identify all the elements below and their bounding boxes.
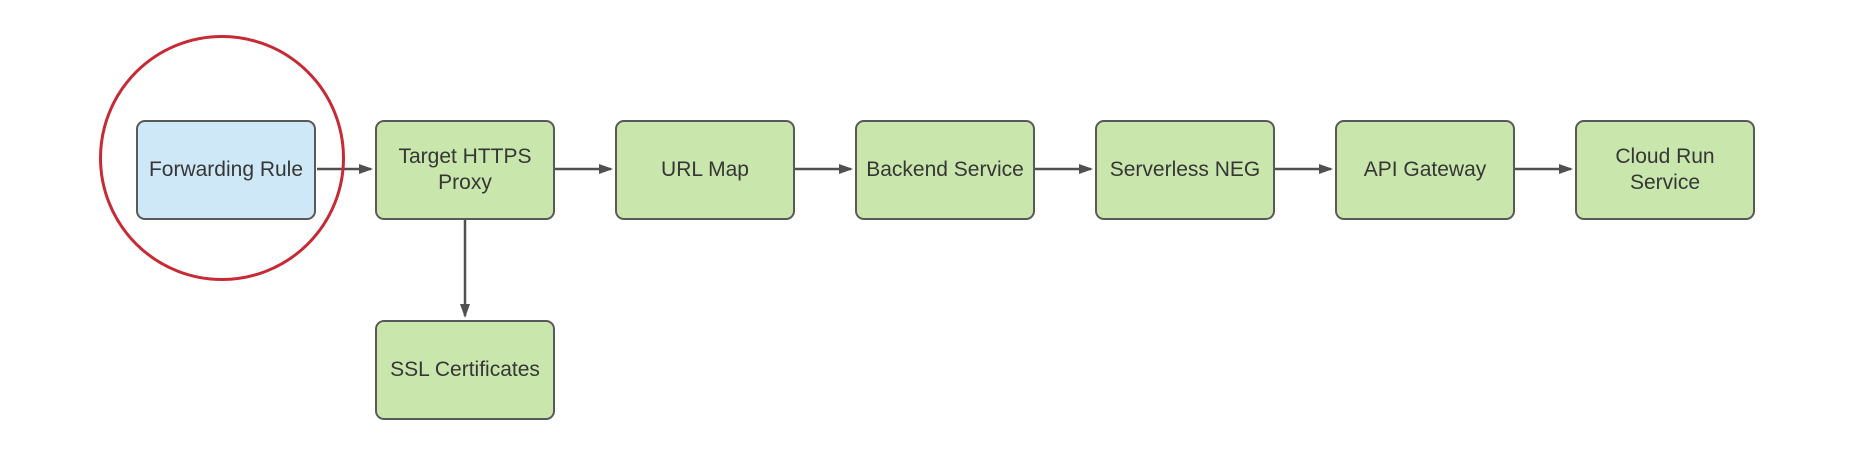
node-label: Forwarding Rule — [148, 158, 304, 181]
node-target-https-proxy[interactable]: Target HTTPS Proxy — [375, 120, 555, 220]
node-api-gateway[interactable]: API Gateway — [1335, 120, 1515, 220]
node-url-map[interactable]: URL Map — [615, 120, 795, 220]
node-label: SSL Certificates — [390, 358, 540, 381]
node-label: Target HTTPS Proxy — [398, 145, 532, 194]
node-label: URL Map — [661, 158, 749, 181]
node-label: Cloud Run Service — [1615, 145, 1715, 194]
node-forwarding-rule[interactable]: Forwarding Rule — [136, 120, 316, 220]
node-ssl-certificates[interactable]: SSL Certificates — [375, 320, 555, 420]
node-label: Backend Service — [866, 158, 1024, 181]
node-label: Serverless NEG — [1109, 158, 1261, 181]
node-label: API Gateway — [1363, 158, 1487, 181]
node-cloud-run-service[interactable]: Cloud Run Service — [1575, 120, 1755, 220]
node-backend-service[interactable]: Backend Service — [855, 120, 1035, 220]
node-serverless-neg[interactable]: Serverless NEG — [1095, 120, 1275, 220]
